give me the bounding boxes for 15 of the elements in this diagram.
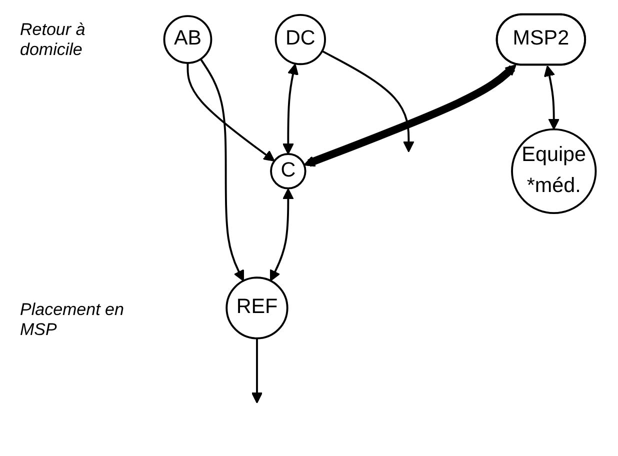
arrow [544,65,560,130]
arrow [186,63,275,162]
region-label: Placement en MSP [20,300,125,340]
node-circle: REF [226,276,288,340]
node-circle: C [270,153,306,190]
arrow [304,64,516,167]
node-circle: DC [274,14,326,66]
arrow [200,58,244,282]
node-circle: AB [163,15,212,64]
arrow [282,64,299,155]
node-circle: Equipe *méd. [511,128,597,214]
arrow [251,338,263,404]
region-label: Retour à domicile [20,20,86,60]
arrow [270,188,294,282]
arrow [322,50,414,152]
